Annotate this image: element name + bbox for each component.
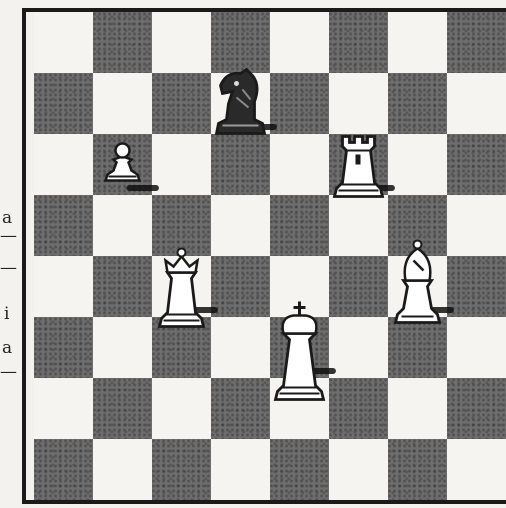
square-d7 [211, 73, 270, 134]
square-g1 [388, 439, 447, 500]
square-f4 [329, 256, 388, 317]
square-d3 [211, 317, 270, 378]
square-b3 [93, 317, 152, 378]
square-h2 [447, 378, 506, 439]
square-e8 [270, 12, 329, 73]
square-f3 [329, 317, 388, 378]
square-e4 [270, 256, 329, 317]
square-a8 [34, 12, 93, 73]
square-h6 [447, 134, 506, 195]
square-h1 [447, 439, 506, 500]
square-f5 [329, 195, 388, 256]
square-e1 [270, 439, 329, 500]
square-e7 [270, 73, 329, 134]
square-d1 [211, 439, 270, 500]
square-a2 [34, 378, 93, 439]
square-g8 [388, 12, 447, 73]
square-c5 [152, 195, 211, 256]
margin-mark-3: — [0, 260, 17, 277]
margin-mark-5: a [2, 340, 12, 357]
square-g2 [388, 378, 447, 439]
square-f6 [329, 134, 388, 195]
square-c7 [152, 73, 211, 134]
square-c2 [152, 378, 211, 439]
square-g7 [388, 73, 447, 134]
square-f8 [329, 12, 388, 73]
margin-mark-4: i [4, 306, 9, 323]
square-e3 [270, 317, 329, 378]
square-f7 [329, 73, 388, 134]
square-a6 [34, 134, 93, 195]
square-d5 [211, 195, 270, 256]
square-h7 [447, 73, 506, 134]
square-e5 [270, 195, 329, 256]
square-a4 [34, 256, 93, 317]
square-c1 [152, 439, 211, 500]
square-c8 [152, 12, 211, 73]
square-a7 [34, 73, 93, 134]
square-b8 [93, 12, 152, 73]
margin-mark-6: — [0, 364, 17, 381]
square-c6 [152, 134, 211, 195]
margin-mark-1: a [2, 210, 12, 227]
square-d2 [211, 378, 270, 439]
square-e2 [270, 378, 329, 439]
square-a5 [34, 195, 93, 256]
margin-mark-2: — [0, 228, 17, 245]
square-d6 [211, 134, 270, 195]
square-h4 [447, 256, 506, 317]
square-c4 [152, 256, 211, 317]
square-f1 [329, 439, 388, 500]
square-g6 [388, 134, 447, 195]
square-b1 [93, 439, 152, 500]
square-b5 [93, 195, 152, 256]
square-e6 [270, 134, 329, 195]
square-b7 [93, 73, 152, 134]
square-g4 [388, 256, 447, 317]
square-f2 [329, 378, 388, 439]
square-g3 [388, 317, 447, 378]
square-d4 [211, 256, 270, 317]
square-h8 [447, 12, 506, 73]
square-a3 [34, 317, 93, 378]
square-d8 [211, 12, 270, 73]
square-h3 [447, 317, 506, 378]
square-b6 [93, 134, 152, 195]
square-c3 [152, 317, 211, 378]
square-b4 [93, 256, 152, 317]
chess-board [34, 12, 506, 500]
square-a1 [34, 439, 93, 500]
square-g5 [388, 195, 447, 256]
square-b2 [93, 378, 152, 439]
square-h5 [447, 195, 506, 256]
